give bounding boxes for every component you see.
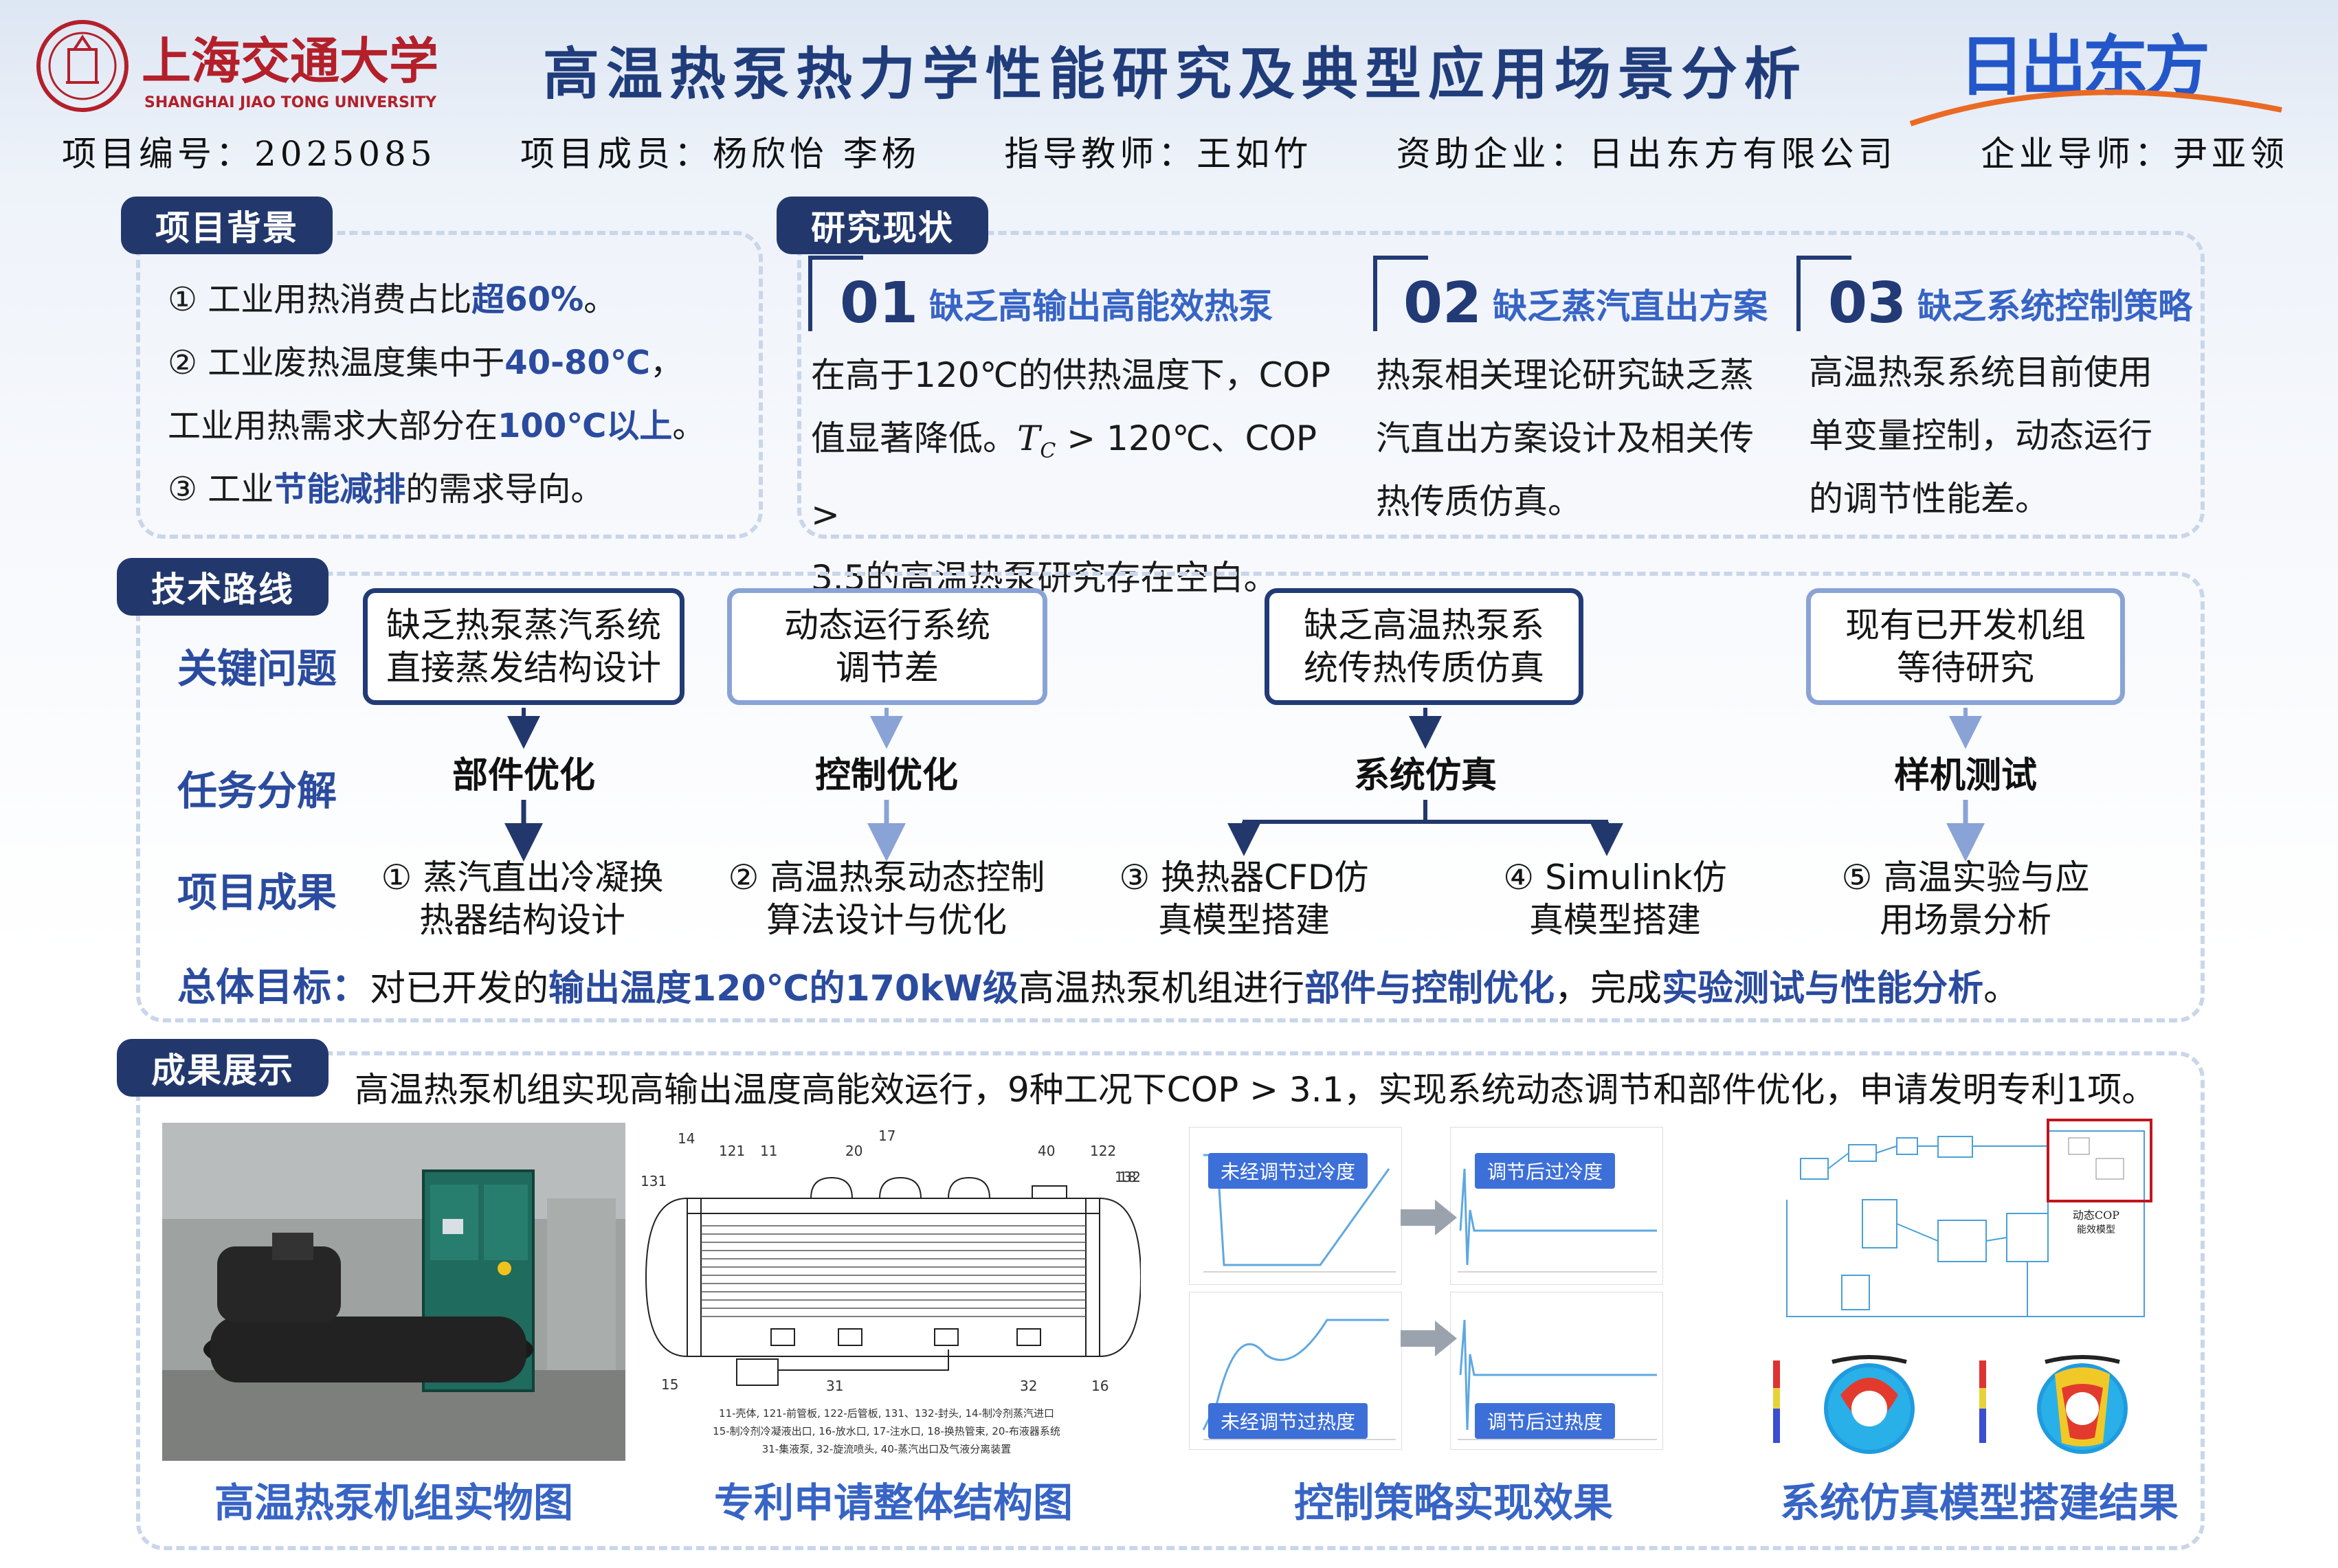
background-item-2-cont: 工业用热需求大部分在100℃以上。: [168, 407, 706, 445]
result-5: ⑤ 高温实验与应用场景分析: [1841, 858, 2090, 940]
company-mentor: 企业导师：尹亚领: [1980, 134, 2289, 174]
research-bracket-3: [1796, 256, 1851, 331]
svg-text:SHANGHAI JIAO TONG UNIVERSITY: SHANGHAI JIAO TONG UNIVERSITY: [144, 94, 437, 111]
label-superheat-after: 调节后过热度: [1475, 1403, 1616, 1439]
svg-text:15: 15: [661, 1376, 678, 1393]
svg-text:能效模型: 能效模型: [2077, 1224, 2115, 1235]
background-item-1: ① 工业用热消费占比超60%。: [168, 280, 617, 319]
svg-text:14: 14: [678, 1130, 695, 1147]
project-info-bar: 项目编号：2025085 项目成员：杨欣怡 李杨 指导教师：王如竹 资助企业：日…: [62, 124, 2289, 179]
poster-title: 高温热泵热力学性能研究及典型应用场景分析: [542, 41, 1807, 107]
svg-text:15-制冷剂冷凝液出口, 16-放水口, 17-注水口, 1: 15-制冷剂冷凝液出口, 16-放水口, 17-注水口, 18-换热管束, 20…: [713, 1425, 1060, 1437]
background-frame: [136, 231, 763, 539]
svg-text:132: 132: [1115, 1169, 1141, 1185]
svg-text:31-集液泵, 32-旋流喷头, 40-蒸汽出口及气液分离装: 31-集液泵, 32-旋流喷头, 40-蒸汽出口及气液分离装置: [762, 1443, 1012, 1455]
svg-text:17: 17: [878, 1128, 895, 1144]
svg-text:16: 16: [1091, 1378, 1109, 1394]
svg-text:122: 122: [1090, 1143, 1116, 1159]
sponsor-logo: 日出东方: [1897, 21, 2302, 131]
svg-text:上海交通大学: 上海交通大学: [142, 32, 438, 90]
result-1: ① 蒸汽直出冷凝换热器结构设计: [381, 858, 664, 940]
problem-box-1: 缺乏热泵蒸汽系统直接蒸发结构设计: [363, 588, 684, 705]
background-item-2: ② 工业废热温度集中于40-80℃，: [168, 344, 683, 382]
label-superheat-before: 未经调节过热度: [1208, 1403, 1368, 1439]
patent-structure-drawing: 14 121 11 20 17 40 122 18 132 131 15 31 …: [632, 1123, 1142, 1466]
result-4: ④ Simulink仿真模型搭建: [1503, 858, 1727, 940]
research-bracket-2: [1373, 256, 1428, 331]
label-subcool-before: 未经调节过冷度: [1208, 1153, 1368, 1189]
row-label-problem: 关键问题: [177, 645, 337, 692]
svg-text:20: 20: [845, 1143, 862, 1159]
svg-text:40: 40: [1038, 1143, 1055, 1159]
svg-text:动态COP: 动态COP: [2073, 1209, 2119, 1222]
sjtu-logo: 上海交通大学 SHANGHAI JIAO TONG UNIVERSITY: [33, 16, 438, 120]
background-tag: 项目背景: [121, 197, 333, 254]
simulink-model-diagram: 动态COP 能效模型: [1773, 1117, 2158, 1330]
control-arrows: [1401, 1200, 1457, 1356]
label-subcool-after: 调节后过冷度: [1475, 1153, 1616, 1189]
caption-patent: 专利申请整体结构图: [713, 1479, 1073, 1526]
research-frame: [797, 231, 2205, 539]
svg-text:18: 18: [1119, 1169, 1136, 1185]
svg-text:121: 121: [719, 1143, 745, 1159]
task-prototype-test: 样机测试: [1893, 755, 2037, 796]
research-item-2-body: 热泵相关理论研究缺乏蒸汽直出方案设计及相关传热传质仿真。: [1376, 355, 1754, 522]
row-label-result: 项目成果: [177, 869, 337, 916]
results-tag: 成果展示: [117, 1039, 329, 1097]
caption-simulation: 系统仿真模型搭建结果: [1779, 1479, 2179, 1526]
research-item-3-body: 高温热泵系统目前使用单变量控制，动态运行的调节性能差。: [1809, 352, 2152, 519]
project-number: 项目编号：2025085: [62, 134, 436, 174]
row-label-task: 任务分解: [177, 768, 337, 814]
svg-text:131: 131: [641, 1173, 667, 1189]
caption-control: 控制策略实现效果: [1293, 1479, 1613, 1526]
svg-text:11: 11: [760, 1143, 777, 1159]
task-control-optimization: 控制优化: [814, 755, 958, 796]
problem-box-2: 动态运行系统调节差: [727, 588, 1047, 705]
result-3: ③ 换热器CFD仿真模型搭建: [1119, 858, 1369, 940]
results-summary: 高温热泵机组实现高输出温度高能效运行，9种工况下COP > 3.1，实现系统动态…: [355, 1070, 2157, 1110]
results-frame: [136, 1051, 2205, 1550]
project-members: 项目成员：杨欣怡 李杨: [520, 134, 920, 174]
svg-text:32: 32: [1020, 1378, 1037, 1394]
svg-text:31: 31: [826, 1378, 843, 1394]
background-item-3: ③ 工业节能减排的需求导向。: [168, 470, 604, 508]
advisor: 指导教师：王如竹: [1004, 134, 1313, 174]
heat-pump-photo: [162, 1123, 625, 1461]
problem-box-3: 缺乏高温热泵系统传热传质仿真: [1265, 588, 1583, 705]
route-frame: [136, 572, 2205, 1022]
cfd-contour-plots: [1766, 1347, 2192, 1464]
route-tag: 技术路线: [117, 558, 329, 616]
chart-subcool-after: [1450, 1127, 1663, 1285]
overall-goal: 总体目标：对已开发的输出温度120℃的170kW级高温热泵机组进行部件与控制优化…: [177, 965, 2020, 1010]
result-2: ② 高温热泵动态控制算法设计与优化: [728, 858, 1045, 940]
svg-text:11-壳体, 121-前管板, 122-后管板, 131、1: 11-壳体, 121-前管板, 122-后管板, 131、132-封头, 14-…: [719, 1407, 1054, 1420]
research-tag: 研究现状: [777, 197, 988, 254]
sponsor-company: 资助企业：日出东方有限公司: [1396, 134, 1897, 174]
task-system-simulation: 系统仿真: [1353, 755, 1497, 796]
caption-photo: 高温热泵机组实物图: [214, 1479, 573, 1526]
research-bracket-1: [808, 256, 863, 331]
problem-box-4: 现有已开发机组等待研究: [1806, 588, 2125, 705]
task-component-optimization: 部件优化: [452, 755, 595, 796]
route-arrows: [504, 708, 1985, 862]
chart-subcool-before: [1189, 1127, 1402, 1285]
